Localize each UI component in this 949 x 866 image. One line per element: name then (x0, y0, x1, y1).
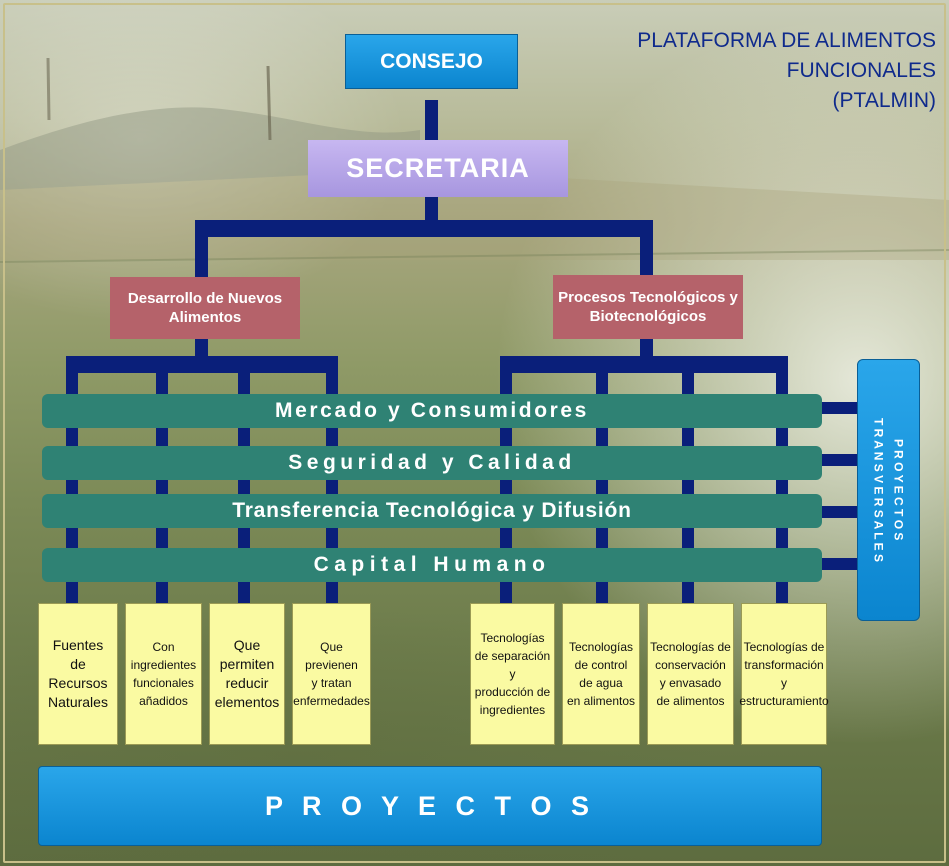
desarrollo-box: Desarrollo de Nuevos Alimentos (110, 277, 300, 339)
consejo-box: CONSEJO (345, 34, 518, 89)
connector-line (425, 195, 438, 225)
connector-line (425, 100, 438, 144)
connector-line (640, 220, 653, 280)
connector-line (195, 220, 208, 280)
leaf-fuentes-label: Fuentes de Recursos Naturales (48, 637, 108, 710)
secretaria-label: SECRETARIA (346, 153, 530, 183)
consejo-label: CONSEJO (380, 49, 483, 73)
connector-line (820, 558, 864, 570)
procesos-box: Procesos Tecnológicos y Biotecnológicos (553, 275, 743, 339)
band-mercado: Mercado y Consumidores (42, 394, 822, 428)
leaf-fuentes: Fuentes de Recursos Naturales (38, 603, 118, 745)
band-seguridad: Seguridad y Calidad (42, 446, 822, 480)
leaf-ingredientes: Con ingredientes funcionales añadidos (125, 603, 202, 745)
proyectos-bar: P R O Y E C T O S (38, 766, 822, 846)
connector-line (500, 356, 788, 373)
transversales-word-1: P R O Y E C T O S (891, 439, 906, 541)
leaf-enfermedades-label: Que previenen y tratan enfermedades (293, 640, 370, 708)
connector-line (195, 220, 653, 237)
band-seguridad-label: Seguridad y Calidad (288, 451, 576, 474)
band-transferencia-label: Transferencia Tecnológica y Difusión (232, 499, 632, 522)
desarrollo-label: Desarrollo de Nuevos Alimentos (127, 290, 283, 326)
connector-line (820, 454, 864, 466)
leaf-transformacion: Tecnologías de transformación y estructu… (739, 603, 829, 745)
leaf-reducir-label: Que permiten reducir elementos (214, 637, 280, 710)
leaf-control-agua-label: Tecnologías de control de agua en alimen… (566, 640, 636, 708)
leaf-control-agua: Tecnologías de control de agua en alimen… (562, 603, 640, 745)
band-capital: Capital Humano (42, 548, 822, 582)
procesos-label: Procesos Tecnológicos y Biotecnológicos (558, 289, 738, 325)
band-transferencia: Transferencia Tecnológica y Difusión (42, 494, 822, 528)
leaf-reducir: Que permiten reducir elementos (209, 603, 285, 745)
connector-line (66, 356, 338, 373)
proyectos-transversales-box: T R A N S V E R S A L E S P R O Y E C T … (857, 359, 920, 621)
leaf-enfermedades: Que previenen y tratan enfermedades (292, 603, 371, 745)
leaf-separacion: Tecnologías de separación y producción d… (470, 603, 555, 745)
leaf-separacion-label: Tecnologías de separación y producción d… (474, 631, 551, 717)
leaf-conservacion-label: Tecnologías de conservación y envasado d… (650, 640, 731, 708)
band-capital-label: Capital Humano (313, 553, 551, 576)
connector-line (820, 402, 864, 414)
leaf-conservacion: Tecnologías de conservación y envasado d… (647, 603, 734, 745)
leaf-transformacion-label: Tecnologías de transformación y estructu… (739, 640, 829, 708)
transversales-word-2: T R A N S V E R S A L E S (871, 417, 886, 563)
connector-line (820, 506, 864, 518)
leaf-ingredientes-label: Con ingredientes funcionales añadidos (130, 640, 197, 708)
secretaria-box: SECRETARIA (308, 140, 568, 197)
platform-title: PLATAFORMA DE ALIMENTOS FUNCIONALES (PTA… (637, 29, 936, 112)
proyectos-label: P R O Y E C T O S (264, 790, 596, 821)
band-mercado-label: Mercado y Consumidores (275, 399, 589, 422)
